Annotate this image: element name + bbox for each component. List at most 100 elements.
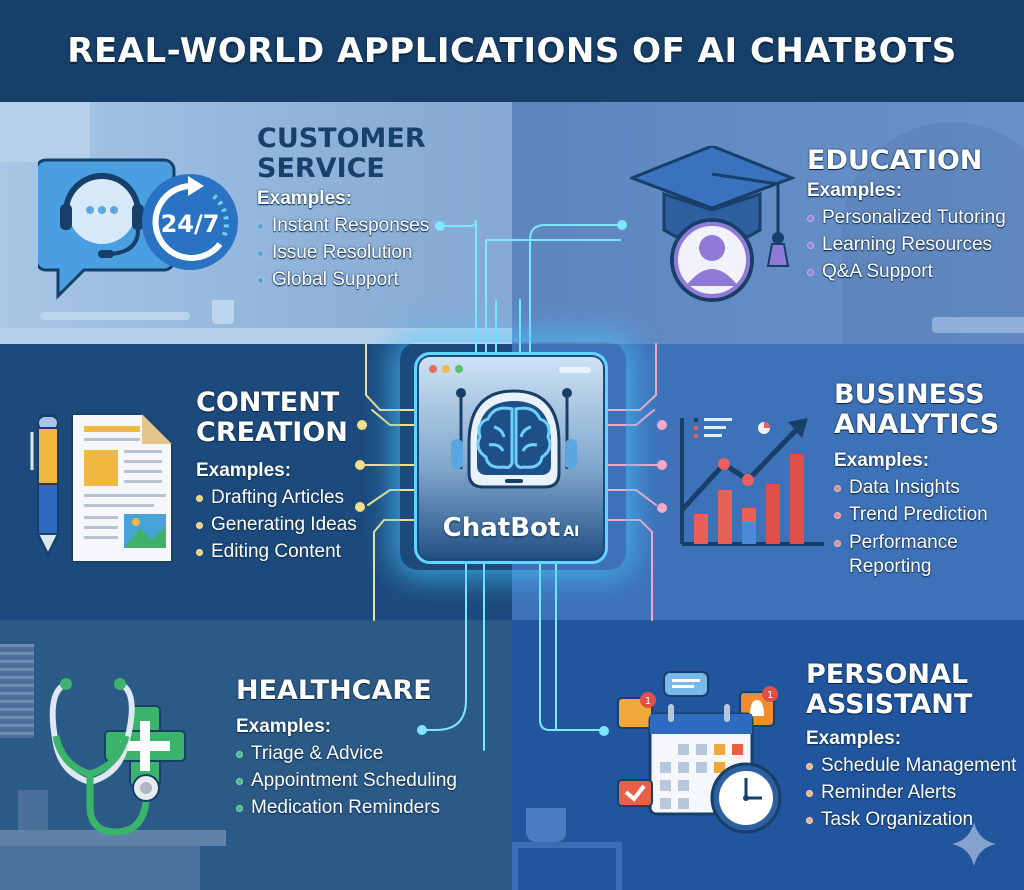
list-item: Data Insights	[834, 474, 1014, 501]
close-dot-icon	[429, 365, 437, 373]
bullet-icon	[806, 817, 813, 824]
panel-healthcare: HEALTHCARE Examples: Triage & Advice App…	[0, 620, 512, 890]
panel-customer-service: 24/7 CUSTOMER SERVICE Examples: Instant …	[0, 102, 512, 344]
list-item: Reminder Alerts	[806, 779, 1016, 806]
keyboard-decoration	[40, 312, 190, 320]
bullet-icon	[806, 763, 813, 770]
panel-education: EDUCATION Examples: Personalized Tutorin…	[512, 102, 1024, 344]
section-title: CONTENT	[196, 387, 340, 418]
list-item: Task Organization	[806, 806, 1016, 833]
list-item: Appointment Scheduling	[236, 767, 457, 794]
customer-service-text: CUSTOMER SERVICE Examples: Instant Respo…	[257, 124, 429, 293]
section-title: CUSTOMER	[257, 123, 426, 154]
header-banner: REAL-WORLD APPLICATIONS OF AI CHATBOTS	[0, 0, 1024, 102]
content-creation-text: CONTENT CREATION Examples: Drafting Arti…	[196, 388, 357, 565]
list-item: Medication Reminders	[236, 794, 457, 821]
list-item: Personalized Tutoring	[807, 204, 1006, 231]
section-title: EDUCATION	[807, 145, 983, 176]
list-item: Issue Resolution	[257, 239, 429, 266]
svg-text:1: 1	[767, 690, 773, 701]
bullet-icon	[236, 778, 243, 785]
list-item: Instant Responses	[257, 212, 429, 239]
example-list: Schedule Management Reminder Alerts Task…	[806, 752, 1016, 833]
table-decoration	[512, 842, 622, 890]
section-title: SERVICE	[257, 153, 385, 184]
bullet-icon	[834, 540, 841, 547]
business-analytics-text: BUSINESS ANALYTICS Examples: Data Insigh…	[834, 380, 1014, 579]
desk-front-decoration	[0, 846, 200, 890]
section-title: CREATION	[196, 417, 348, 448]
education-text: EDUCATION Examples: Personalized Tutorin…	[807, 146, 1006, 285]
section-title: BUSINESS	[834, 379, 985, 410]
bar-chart-trend-icon	[680, 418, 824, 546]
window-controls	[429, 365, 463, 373]
svg-text:1: 1	[645, 696, 651, 707]
personal-assistant-text: PERSONAL ASSISTANT Examples: Schedule Ma…	[806, 660, 1016, 833]
window-decoration	[0, 102, 90, 162]
example-list: Instant Responses Issue Resolution Globa…	[257, 212, 429, 293]
books-decoration	[932, 317, 1024, 333]
maximize-dot-icon	[455, 365, 463, 373]
panel-personal-assistant: 1 1 PERSONAL ASSISTANT Examples: Schedul…	[512, 620, 1024, 890]
calendar-clock-icon: 1 1	[617, 671, 782, 834]
bullet-icon	[196, 495, 203, 502]
bullet-icon	[834, 512, 841, 519]
bullet-icon	[236, 751, 243, 758]
headset-chat-icon: 24/7	[38, 158, 238, 300]
section-title: ASSISTANT	[806, 689, 973, 720]
plant-pot-decoration	[526, 808, 566, 842]
healthcare-text: HEALTHCARE Examples: Triage & Advice App…	[236, 676, 457, 821]
silhouette-decoration	[842, 122, 1024, 344]
list-item: Performance Reporting	[834, 528, 1014, 579]
examples-label: Examples:	[807, 180, 903, 201]
examples-label: Examples:	[196, 460, 292, 481]
bullet-icon	[257, 250, 264, 257]
list-item: Schedule Management	[806, 752, 1016, 779]
bullet-icon	[807, 242, 814, 249]
page-title: REAL-WORLD APPLICATIONS OF AI CHATBOTS	[67, 31, 957, 71]
document-pen-icon	[30, 413, 173, 563]
list-item: Learning Resources	[807, 231, 1006, 258]
list-item: Drafting Articles	[196, 484, 357, 511]
monitor-decoration	[18, 790, 48, 830]
mug-decoration	[212, 300, 234, 324]
bullet-icon	[257, 223, 264, 230]
bullet-icon	[236, 805, 243, 812]
list-item: Triage & Advice	[236, 740, 457, 767]
section-title: PERSONAL	[806, 659, 969, 690]
bullet-icon	[196, 522, 203, 529]
example-list: Drafting Articles Generating Ideas Editi…	[196, 484, 357, 565]
examples-label: Examples:	[834, 450, 930, 471]
svg-text:24/7: 24/7	[161, 210, 220, 238]
graduation-cap-icon	[630, 146, 795, 302]
window-bar	[559, 367, 591, 373]
bullet-icon	[834, 485, 841, 492]
examples-label: Examples:	[257, 188, 353, 209]
examples-label: Examples:	[806, 728, 902, 749]
sparkle-icon	[952, 822, 996, 866]
bullet-icon	[806, 790, 813, 797]
examples-label: Examples:	[236, 716, 332, 737]
example-list: Triage & Advice Appointment Scheduling M…	[236, 740, 457, 821]
bullet-icon	[196, 549, 203, 556]
bullet-icon	[807, 215, 814, 222]
list-item: Trend Prediction	[834, 501, 1014, 528]
blinds-decoration	[0, 644, 34, 738]
section-title: ANALYTICS	[834, 409, 1000, 440]
desk-decoration	[0, 830, 226, 846]
section-title: HEALTHCARE	[236, 675, 432, 706]
bullet-icon	[257, 277, 264, 284]
list-item: Generating Ideas	[196, 511, 357, 538]
minimize-dot-icon	[442, 365, 450, 373]
example-list: Data Insights Trend Prediction Performan…	[834, 474, 1014, 579]
list-item: Global Support	[257, 266, 429, 293]
stethoscope-cross-icon	[49, 678, 186, 836]
list-item: Editing Content	[196, 538, 357, 565]
brain-icon	[451, 388, 577, 489]
list-item: Q&A Support	[807, 258, 1006, 285]
example-list: Personalized Tutoring Learning Resources…	[807, 204, 1006, 285]
bullet-icon	[807, 269, 814, 276]
desk-decoration	[0, 328, 512, 344]
